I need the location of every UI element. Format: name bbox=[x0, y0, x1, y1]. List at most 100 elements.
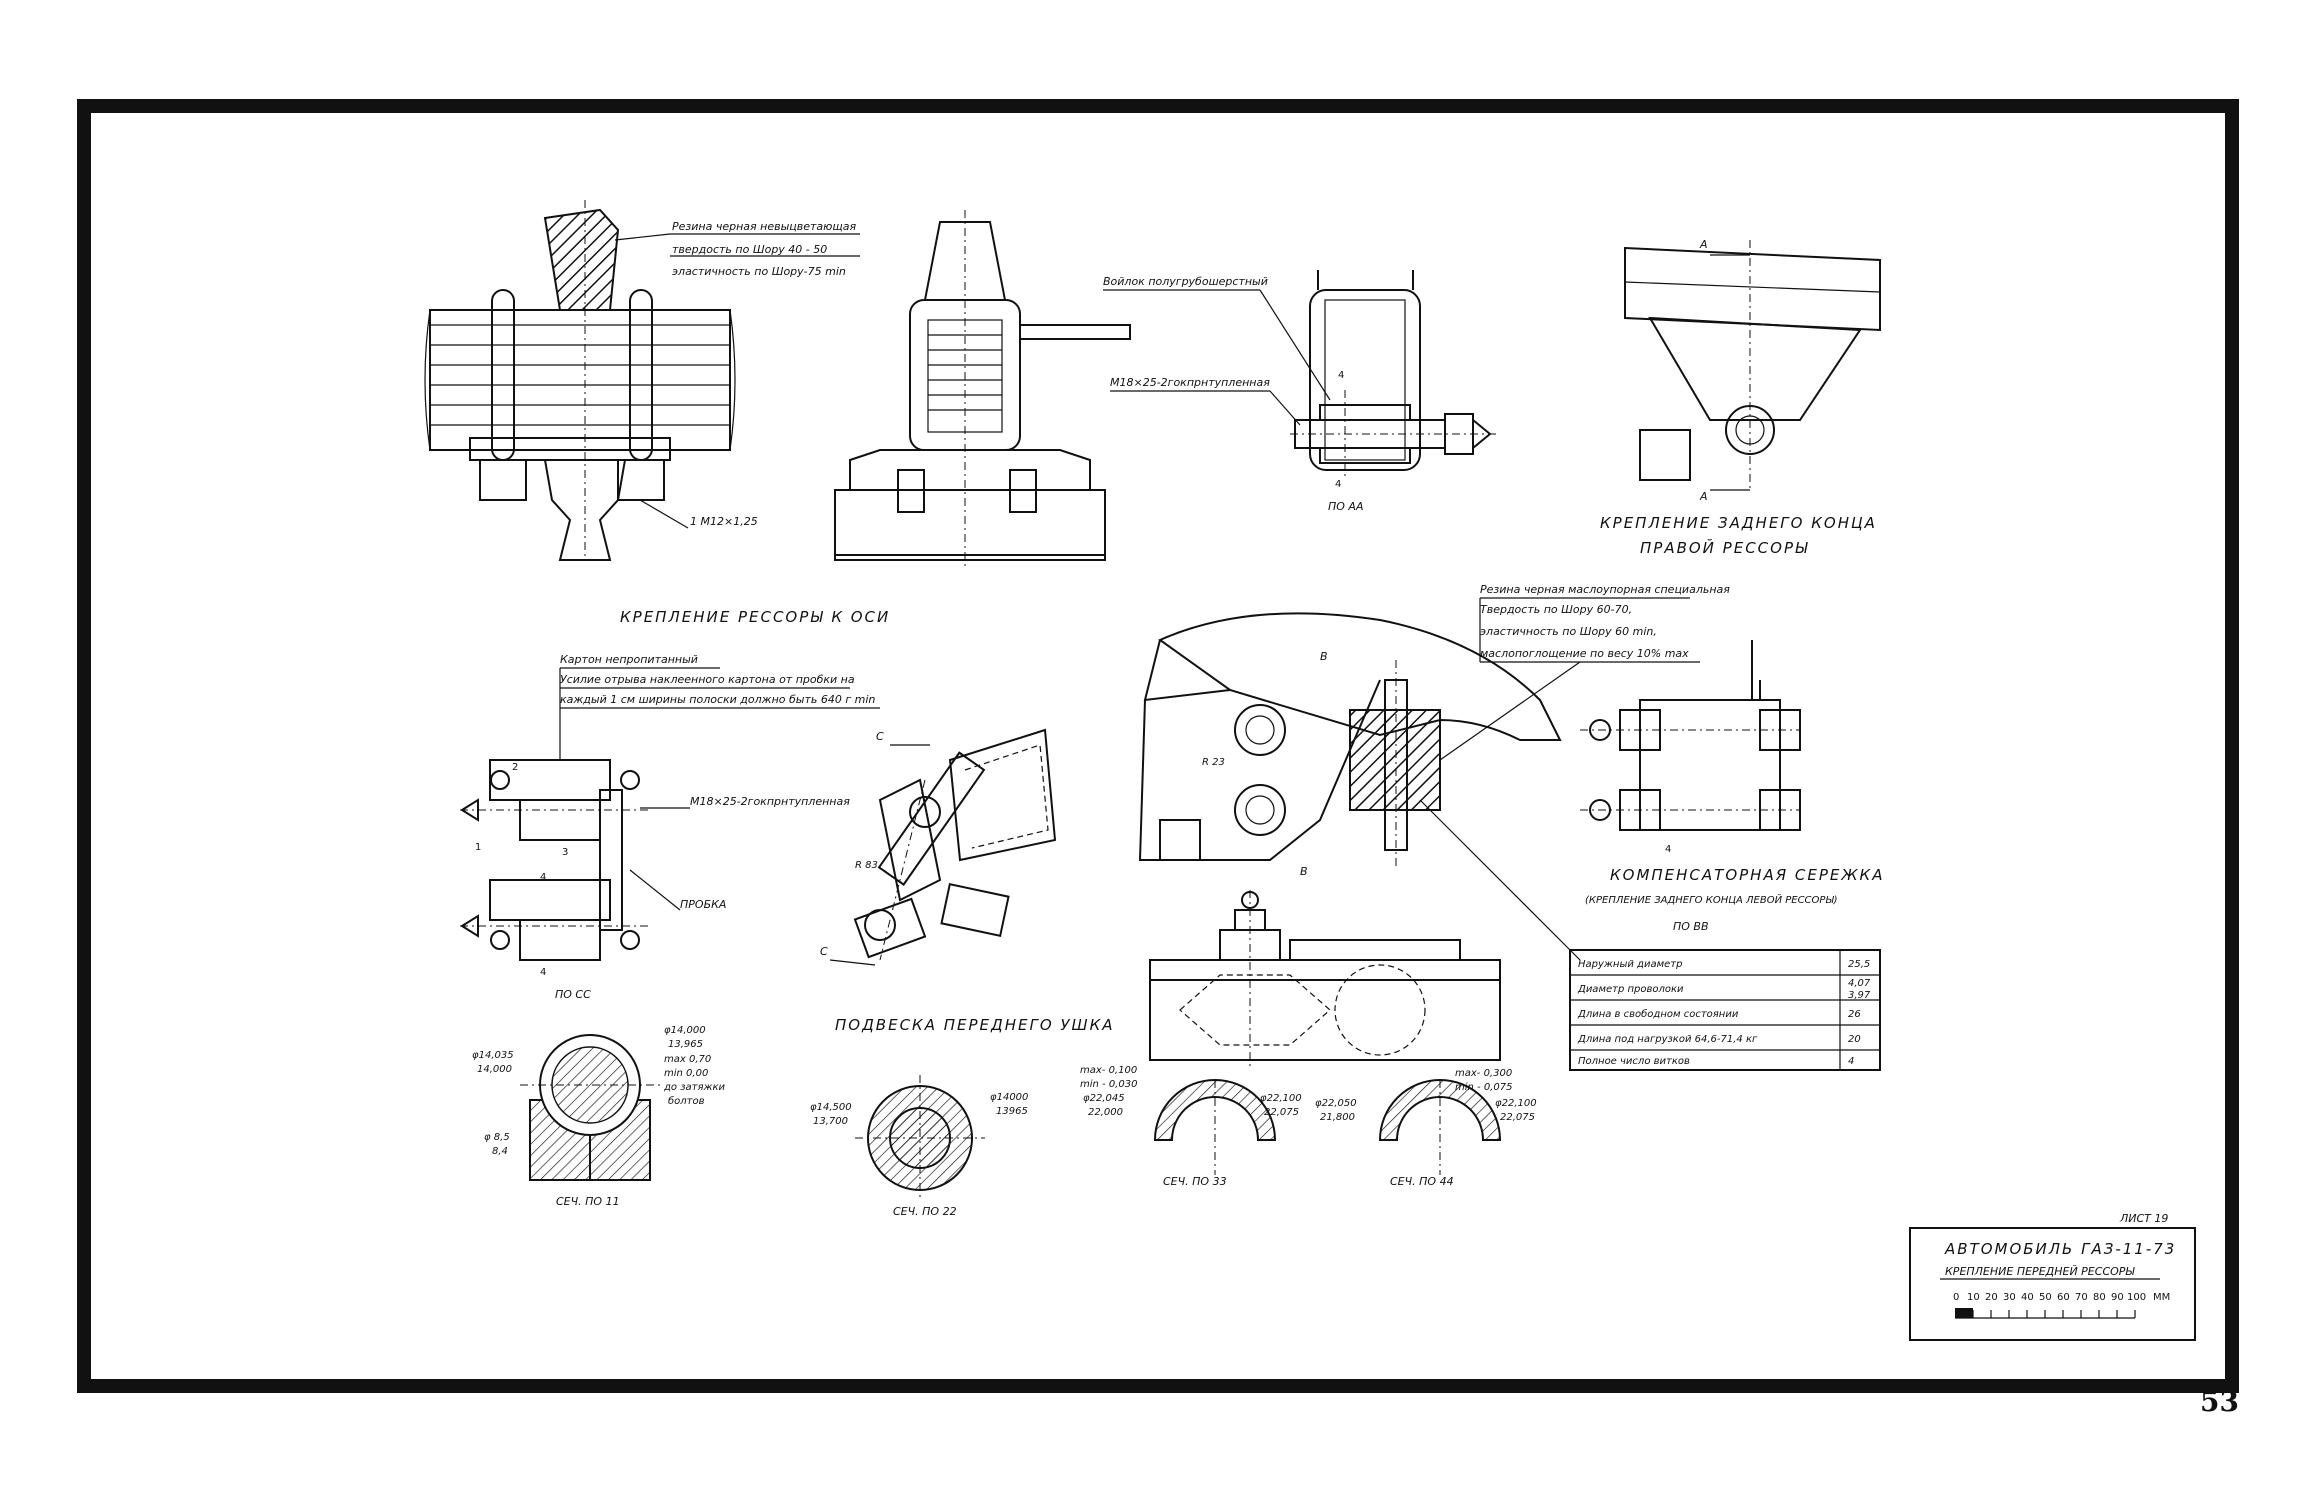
plug-note: ПРОБКА bbox=[680, 898, 726, 911]
axle-mount-side-view bbox=[834, 210, 1131, 570]
front-eye-caption: ПОДВЕСКА ПЕРЕДНЕГО УШКА bbox=[835, 1016, 1115, 1034]
s22-left-bot: 13,700 bbox=[813, 1116, 848, 1127]
spring-row-4-label: Полное число витков bbox=[1578, 1056, 1690, 1067]
section-4-top: 4 bbox=[1338, 370, 1344, 381]
view-cc-caption: ПО СС bbox=[555, 988, 591, 1001]
cc-label-4a: 4 bbox=[540, 872, 546, 883]
section-22-caption: СЕЧ. ПО 22 bbox=[893, 1205, 957, 1218]
rear-end-caption-2: ПРАВОЙ РЕССОРЫ bbox=[1640, 538, 1809, 557]
s33-right-bot: 22,075 bbox=[1264, 1107, 1299, 1118]
m12-note: 1 М12×1,25 bbox=[690, 515, 758, 528]
spring-row-4-value: 4 bbox=[1848, 1056, 1854, 1067]
section-a-top-label: А bbox=[1699, 238, 1708, 251]
scale-30: 30 bbox=[2003, 1292, 2016, 1303]
scale-90: 90 bbox=[2111, 1292, 2124, 1303]
spring-row-0-value: 25,5 bbox=[1848, 959, 1870, 970]
view-aa-caption: ПО АА bbox=[1328, 500, 1363, 513]
scale-unit: ММ bbox=[2153, 1292, 2170, 1303]
section-c-top-label: С bbox=[876, 730, 884, 743]
rubber-note-2: твердость по Шору 40 - 50 bbox=[672, 243, 827, 256]
section-b-bot-label: В bbox=[1300, 865, 1308, 878]
rubber2-note-3: эластичность по Шору 60 min, bbox=[1480, 625, 1657, 638]
section-a-bot-label: А bbox=[1699, 490, 1708, 503]
m18-cc-note: М18×25-2гокпрнтупленная bbox=[690, 795, 850, 808]
spring-row-3-value: 20 bbox=[1848, 1034, 1861, 1045]
section-c-bot-label: С bbox=[820, 945, 828, 958]
s44-max: max- 0,300 bbox=[1455, 1068, 1512, 1079]
shackle-label-4: 4 bbox=[1665, 844, 1671, 855]
section-11-caption: СЕЧ. ПО 11 bbox=[556, 1195, 620, 1208]
carton-note-2: Усилие отрыва наклеенного картона от про… bbox=[560, 673, 855, 686]
cc-label-3: 3 bbox=[562, 847, 568, 858]
felt-note: Войлок полугрубошерстный bbox=[1103, 275, 1268, 288]
scale-50: 50 bbox=[2039, 1292, 2052, 1303]
scale-70: 70 bbox=[2075, 1292, 2088, 1303]
page-number: 53 bbox=[2200, 1385, 2239, 1418]
rear-end-mount-view: А А КРЕПЛЕНИЕ ЗАДНЕГО КОНЦА ПРАВОЙ РЕССО… bbox=[1600, 238, 1881, 557]
spring-row-2-value: 26 bbox=[1848, 1009, 1861, 1020]
section-22: φ14,500 13,700 φ14000 13965 СЕЧ. ПО 22 bbox=[810, 1075, 1028, 1218]
s11-left-top: φ14,035 bbox=[472, 1050, 514, 1061]
scale-60: 60 bbox=[2057, 1292, 2070, 1303]
section-cc-view: Картон непропитанный Усилие отрыва накле… bbox=[460, 653, 880, 1001]
s11-left-bot: 14,000 bbox=[477, 1064, 512, 1075]
title-line-1: АВТОМОБИЛЬ ГАЗ-11-73 bbox=[1944, 1240, 2176, 1258]
sheet-frame bbox=[77, 99, 2239, 1393]
s11-right-bot: 13,965 bbox=[668, 1039, 703, 1050]
scale-bar: 0 10 20 30 40 50 60 70 80 90 100 ММ bbox=[1953, 1292, 2170, 1319]
s33-min: min - 0,030 bbox=[1080, 1079, 1137, 1090]
s11-right-top: φ14,000 bbox=[664, 1025, 706, 1036]
cc-label-2: 2 bbox=[512, 762, 518, 773]
scale-100: 100 bbox=[2127, 1292, 2146, 1303]
spring-data-table: Наружный диаметр 25,5 Диаметр проволоки … bbox=[1569, 949, 1881, 1071]
shackle-subcaption: (КРЕПЛЕНИЕ ЗАДНЕГО КОНЦА ЛЕВОЙ РЕССОРЫ) bbox=[1585, 893, 1838, 906]
section-33: max- 0,100 min - 0,030 φ22,045 22,000 φ2… bbox=[1080, 1065, 1302, 1188]
scale-0: 0 bbox=[1953, 1292, 1959, 1303]
r23-label: R 23 bbox=[1202, 757, 1225, 768]
s22-right-bot: 13965 bbox=[996, 1106, 1028, 1117]
m18-aa-note: М18×25-2гокпрнтупленная bbox=[1110, 376, 1270, 389]
scale-20: 20 bbox=[1985, 1292, 1998, 1303]
s44-min: min - 0,075 bbox=[1455, 1082, 1512, 1093]
shackle-caption: КОМПЕНСАТОРНАЯ СЕРЕЖКА bbox=[1610, 866, 1884, 884]
carton-note-3: каждый 1 см ширины полоски должно быть 6… bbox=[560, 693, 875, 706]
scale-40: 40 bbox=[2021, 1292, 2034, 1303]
section-33-caption: СЕЧ. ПО 33 bbox=[1163, 1175, 1227, 1188]
sheet-number: ЛИСТ 19 bbox=[2119, 1212, 2168, 1225]
rubber-note-1: Резина черная невыцветающая bbox=[672, 220, 856, 233]
spring-row-0-label: Наружный диаметр bbox=[1578, 959, 1682, 970]
s11-d-top: φ 8,5 bbox=[484, 1132, 510, 1143]
view-bb-caption: ПО ВВ bbox=[1673, 920, 1709, 933]
cc-label-1: 1 bbox=[475, 842, 481, 853]
s33-right-top: φ22,100 bbox=[1260, 1093, 1302, 1104]
title-line-2: КРЕПЛЕНИЕ ПЕРЕДНЕЙ РЕССОРЫ bbox=[1945, 1265, 2135, 1278]
s33-left-bot: 22,000 bbox=[1088, 1107, 1123, 1118]
front-eye-view: С С R 83 ПОДВЕСКА ПЕРЕДНЕГО УШКА bbox=[820, 728, 1115, 1034]
section-11: φ14,035 14,000 φ14,000 13,965 max 0,70 m… bbox=[472, 1025, 726, 1208]
scale-80: 80 bbox=[2093, 1292, 2106, 1303]
axle-mount-view: Резина черная невыцветающая твердость по… bbox=[424, 200, 890, 626]
carton-note-1: Картон непропитанный bbox=[560, 653, 698, 666]
section-b-top-label: В bbox=[1320, 650, 1328, 663]
s11-d-bot: 8,4 bbox=[492, 1146, 508, 1157]
shackle-plate-view bbox=[1149, 890, 1501, 1070]
cc-label-4b: 4 bbox=[540, 967, 546, 978]
rear-end-caption-1: КРЕПЛЕНИЕ ЗАДНЕГО КОНЦА bbox=[1600, 514, 1877, 532]
shackle-side-view: 4 КОМПЕНСАТОРНАЯ СЕРЕЖКА (КРЕПЛЕНИЕ ЗАДН… bbox=[1580, 640, 1884, 933]
s11-note-2: болтов bbox=[668, 1095, 705, 1107]
s33-left-top: φ22,045 bbox=[1083, 1093, 1125, 1104]
spring-row-1-label: Диаметр проволоки bbox=[1577, 984, 1684, 995]
spring-row-1-value-top: 4,07 bbox=[1848, 978, 1871, 989]
section-44: max- 0,300 min - 0,075 φ22,050 21,800 φ2… bbox=[1315, 1068, 1537, 1188]
spring-row-1-value-bot: 3,97 bbox=[1848, 990, 1871, 1001]
s11-note-1: до затяжки bbox=[663, 1082, 726, 1093]
s33-max: max- 0,100 bbox=[1080, 1065, 1137, 1076]
s44-right-top: φ22,100 bbox=[1495, 1098, 1537, 1109]
s11-min: min 0,00 bbox=[664, 1068, 708, 1079]
compensator-shackle-view: R 23 В В Резина черная маслоупорная спец… bbox=[1138, 583, 1730, 961]
rubber2-note-1: Резина черная маслоупорная специальная bbox=[1480, 583, 1730, 596]
spring-row-3-label: Длина под нагрузкой 64,6-71,4 кг bbox=[1577, 1034, 1758, 1045]
rubber2-note-2: Твердость по Шору 60-70, bbox=[1480, 603, 1632, 616]
axle-mount-caption: КРЕПЛЕНИЕ РЕССОРЫ К ОСИ bbox=[620, 608, 890, 626]
